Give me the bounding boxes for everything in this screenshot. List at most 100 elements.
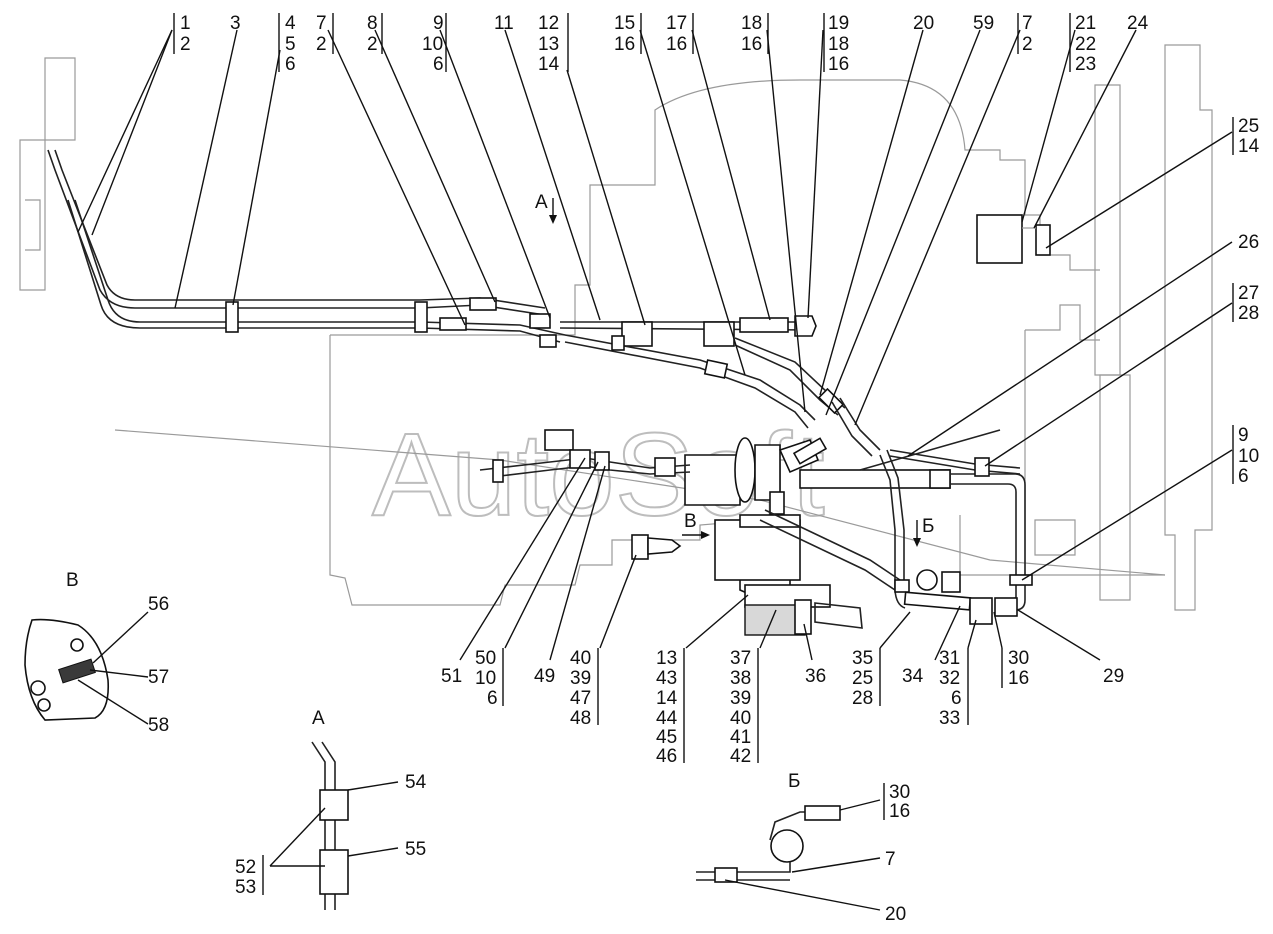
svg-text:16: 16 [889,801,910,822]
callout-36: 36 [805,666,826,687]
svg-text:40: 40 [570,648,591,669]
svg-text:20: 20 [913,13,934,34]
callout-3: 3 [230,13,241,34]
svg-text:45: 45 [656,727,677,748]
svg-text:20: 20 [885,904,906,925]
svg-text:59: 59 [973,13,994,34]
svg-text:27: 27 [1238,283,1259,304]
svg-text:4: 4 [285,13,296,34]
svg-text:19: 19 [828,13,849,34]
svg-text:55: 55 [405,839,426,860]
callout-4: 4 5 6 [278,13,296,75]
svg-text:6: 6 [951,688,962,709]
svg-text:23: 23 [1075,54,1096,75]
svg-text:40: 40 [730,708,751,729]
callout-15: 15 16 [614,13,642,55]
svg-text:58: 58 [148,715,169,736]
callout-35: 35 25 28 [852,648,881,709]
callout-18: 18 16 [741,13,769,55]
svg-text:50: 50 [475,648,496,669]
callout-12: 12 13 14 [538,13,569,75]
svg-text:11: 11 [494,13,514,34]
svg-text:39: 39 [730,688,751,709]
svg-text:8: 8 [367,13,378,34]
leader-lines [77,29,1233,661]
svg-text:2: 2 [316,34,327,55]
svg-text:26: 26 [1238,232,1259,253]
callout-7-detail: 7 [885,849,896,870]
callout-20-detail: 20 [885,904,906,925]
callout-34: 34 [902,666,924,687]
svg-text:16: 16 [666,34,687,55]
svg-text:51: 51 [441,666,462,687]
upper-pipe-run [47,149,846,429]
svg-text:7: 7 [1022,13,1033,34]
svg-text:16: 16 [741,34,762,55]
callout-56: 56 [148,594,169,615]
svg-text:49: 49 [534,666,555,687]
svg-text:24: 24 [1127,13,1149,34]
callout-37: 37 38 39 40 41 42 [730,648,759,767]
view-arrows: А Б В [535,192,934,547]
callout-50: 50 10 6 [475,648,504,709]
svg-text:52: 52 [235,857,256,878]
svg-text:18: 18 [741,13,762,34]
callout-27: 27 28 [1232,283,1259,324]
callout-58: 58 [148,715,169,736]
svg-text:14: 14 [538,54,560,75]
arrow-A-label: А [535,192,548,213]
svg-text:35: 35 [852,648,873,669]
svg-text:6: 6 [487,688,498,709]
callout-54: 54 [405,772,427,793]
svg-text:10: 10 [1238,446,1259,467]
callout-51: 51 [441,666,462,687]
svg-text:53: 53 [235,877,256,898]
callout-9: 9 10 6 [422,13,447,75]
svg-text:6: 6 [1238,466,1249,487]
svg-text:42: 42 [730,746,751,767]
callout-30-detail: 30 16 [883,782,910,822]
svg-text:57: 57 [148,667,169,688]
detail-V: В [24,570,149,725]
svg-text:17: 17 [666,13,687,34]
svg-text:43: 43 [656,668,677,689]
svg-text:33: 33 [939,708,960,729]
svg-text:44: 44 [656,708,678,729]
svg-text:2: 2 [180,34,191,55]
callout-59: 59 [973,13,994,34]
svg-text:7: 7 [316,13,327,34]
svg-text:12: 12 [538,13,559,34]
fuel-valve-assembly [479,429,691,560]
svg-text:47: 47 [570,688,591,709]
svg-text:48: 48 [570,708,591,729]
svg-text:3: 3 [230,13,241,34]
bracket-21 [976,214,1051,264]
svg-text:18: 18 [828,34,849,55]
callout-19: 19 18 16 [823,13,849,75]
arrow-B-label: В [684,511,697,532]
svg-text:28: 28 [852,688,873,709]
svg-text:21: 21 [1075,13,1096,34]
svg-text:16: 16 [614,34,635,55]
svg-text:32: 32 [939,668,960,689]
svg-text:41: 41 [730,727,751,748]
svg-text:16: 16 [1008,668,1029,689]
svg-text:25: 25 [1238,116,1259,137]
callout-7: 7 2 [316,13,334,55]
view-A-title: А [312,708,325,729]
svg-text:14: 14 [1238,136,1260,157]
callout-24: 24 [1127,13,1149,34]
svg-text:39: 39 [570,668,591,689]
svg-text:13: 13 [538,34,559,55]
callout-13: 13 43 14 44 45 46 [656,648,685,767]
svg-text:9: 9 [1238,425,1249,446]
svg-text:38: 38 [730,668,751,689]
svg-text:36: 36 [805,666,826,687]
callout-52: 52 53 [235,855,264,898]
callout-20: 20 [913,13,934,34]
svg-text:56: 56 [148,594,169,615]
svg-text:2: 2 [367,34,378,55]
callout-1: 1 2 [173,13,191,55]
